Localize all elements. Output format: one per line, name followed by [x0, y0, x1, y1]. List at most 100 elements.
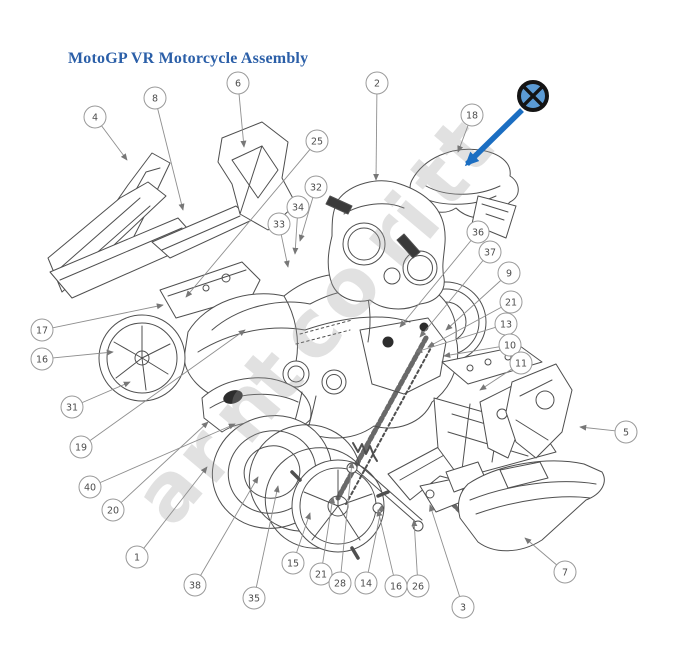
leader-line	[415, 326, 496, 354]
callout-number: 28	[334, 578, 346, 589]
leader-line	[524, 537, 557, 566]
leader-line	[81, 381, 131, 404]
left-grip	[325, 195, 353, 215]
leader-line	[52, 349, 114, 359]
callout-number: 26	[412, 581, 424, 592]
callout-number: 15	[287, 558, 299, 569]
callout-number: 34	[292, 202, 304, 213]
callout-4-0: 4	[83, 105, 128, 161]
callout-number: 2	[374, 78, 380, 89]
callout-number: 17	[36, 325, 48, 336]
leader-line	[579, 424, 616, 432]
callout-circle	[509, 351, 533, 375]
leader-line	[99, 423, 236, 484]
callout-7-33: 7	[524, 537, 577, 584]
callout-40-20: 40	[78, 423, 236, 499]
callout-33-8: 33	[267, 212, 291, 268]
callout-number: 21	[315, 569, 327, 580]
callout-circle	[286, 195, 310, 219]
annotation-arrow	[464, 108, 524, 167]
callout-circle	[305, 129, 329, 153]
callout-number: 14	[360, 578, 372, 589]
callout-3-31: 3	[429, 504, 475, 619]
leader-line	[457, 125, 469, 153]
part-2-front-cowl	[325, 180, 446, 310]
callout-1-22: 1	[125, 466, 208, 569]
callout-circle	[304, 175, 328, 199]
engine-hub-dot	[382, 336, 394, 348]
leader-line	[200, 476, 259, 576]
leader-line	[399, 240, 472, 328]
right-grip	[396, 233, 421, 259]
callout-number: 35	[248, 593, 260, 604]
callout-38-23: 38	[183, 476, 259, 597]
callout-number: 16	[390, 581, 402, 592]
callout-11-15: 11	[479, 351, 533, 391]
part-6-tail-cowl	[217, 121, 297, 231]
callout-number: 25	[311, 136, 323, 147]
callout-number: 19	[75, 442, 87, 453]
callout-number: 11	[515, 358, 527, 369]
leader-line	[185, 149, 311, 298]
callout-8-1: 8	[143, 86, 185, 211]
callout-6-2: 6	[226, 71, 250, 148]
callout-number: 33	[273, 219, 285, 230]
leader-line	[101, 125, 128, 161]
leader-line	[479, 368, 513, 391]
callout-circle	[69, 435, 93, 459]
callout-number: 4	[92, 112, 98, 123]
callout-circle	[143, 86, 167, 110]
callout-circle	[125, 545, 149, 569]
callout-20-21: 20	[101, 421, 209, 522]
callout-19-19: 19	[69, 329, 246, 459]
callout-number: 37	[484, 247, 496, 258]
callout-circle	[30, 347, 54, 371]
callout-35-24: 35	[242, 485, 280, 610]
leader-line	[298, 197, 314, 242]
callout-number: 10	[504, 340, 516, 351]
callout-21-26: 21	[309, 496, 336, 586]
part-16-wheel-hub	[98, 314, 186, 402]
callout-28-27: 28	[328, 461, 355, 595]
leader-line	[445, 280, 502, 331]
callout-32-6: 32	[298, 175, 328, 242]
leader-line	[322, 496, 336, 564]
callout-circle	[460, 103, 484, 127]
callout-36-9: 36	[399, 220, 490, 328]
rear-hub-disc	[290, 459, 390, 560]
callout-number: 18	[466, 110, 478, 121]
annotation-overlay	[464, 80, 549, 167]
callout-26-30: 26	[406, 519, 430, 598]
leader-line	[89, 329, 246, 441]
gauge-left	[342, 222, 386, 266]
callout-number: 9	[506, 268, 512, 279]
leader-line	[340, 461, 355, 573]
callout-circle	[499, 290, 523, 314]
callout-circle	[406, 574, 430, 598]
callout-number: 40	[84, 482, 96, 493]
callout-circle	[365, 71, 389, 95]
callout-circle	[183, 573, 207, 597]
callout-circle	[60, 395, 84, 419]
leader-line	[296, 512, 311, 553]
callout-number: 20	[107, 505, 119, 516]
callout-circle	[267, 212, 291, 236]
callout-circle	[309, 562, 333, 586]
callout-number: 6	[235, 78, 241, 89]
callout-circle	[478, 240, 502, 264]
callout-37-10: 37	[419, 240, 502, 338]
motorcycle-line-art	[47, 121, 605, 560]
callout-16-29: 16	[376, 509, 408, 598]
leader-line	[429, 504, 461, 597]
callout-number: 21	[505, 297, 517, 308]
callout-circle	[553, 560, 577, 584]
callout-number: 16	[36, 354, 48, 365]
callout-circle	[78, 475, 102, 499]
part-5-side-panels	[479, 363, 573, 459]
callout-circle	[242, 586, 266, 610]
leader-line	[280, 234, 290, 268]
callout-number: 3	[460, 602, 466, 613]
callout-circle	[226, 71, 250, 95]
circle-x-icon	[517, 80, 549, 112]
leader-line	[443, 346, 500, 358]
